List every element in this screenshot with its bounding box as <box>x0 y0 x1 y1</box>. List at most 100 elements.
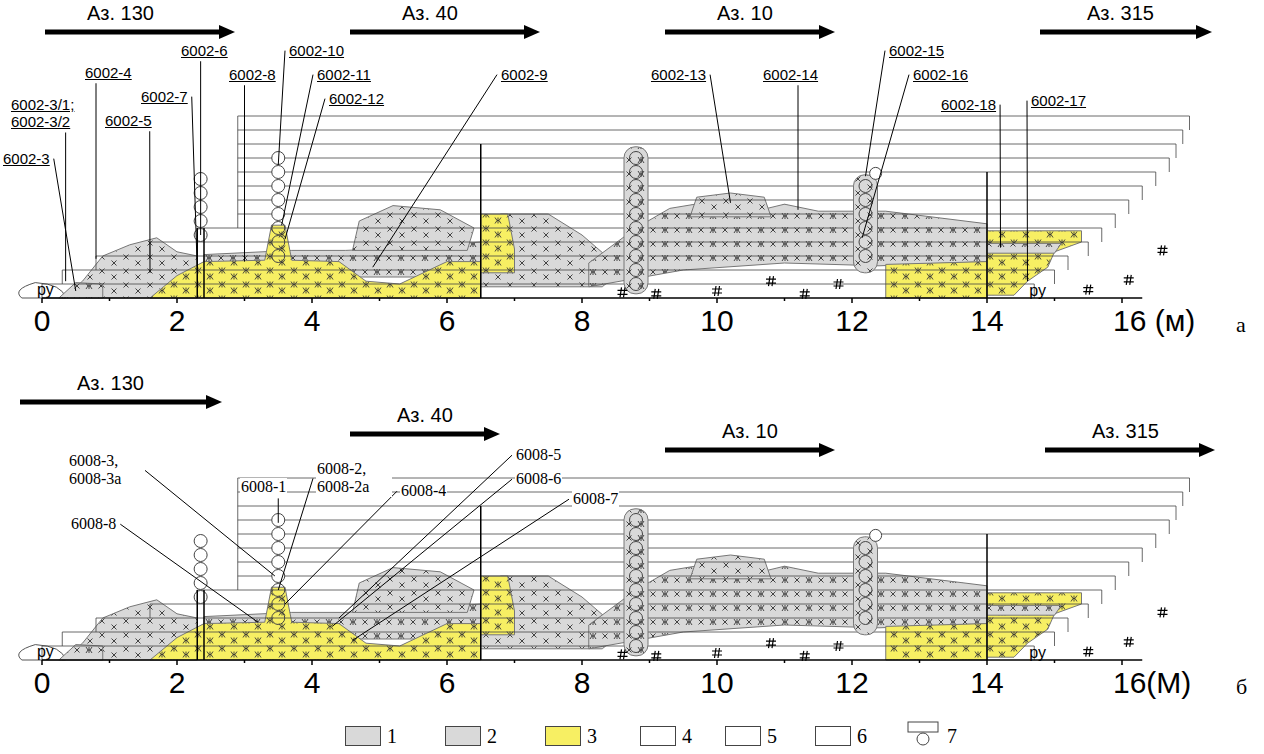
bench-line <box>238 534 1156 548</box>
axis-tick <box>379 660 381 663</box>
bedrock-mark <box>618 287 628 297</box>
sample-circle <box>859 236 872 249</box>
axis-number: 0 <box>34 304 51 339</box>
legend-swatch <box>725 726 761 746</box>
axis-tick <box>311 660 313 665</box>
bench-line <box>238 130 1183 144</box>
leader-lines <box>54 51 1028 641</box>
azimuth-arrow <box>45 30 221 35</box>
bedrock-mark <box>618 649 628 659</box>
rock-body <box>690 555 771 579</box>
sample-circle <box>272 180 285 193</box>
rock-body <box>886 624 987 660</box>
sample-circle <box>272 556 285 569</box>
sample-circle <box>630 152 643 165</box>
legend-number: 1 <box>387 725 397 747</box>
sample-circle <box>194 591 207 604</box>
axis-number: 6 <box>439 304 456 339</box>
sample-circle <box>630 278 643 291</box>
legend-number: 4 <box>682 725 692 747</box>
axis-tick <box>1121 660 1123 665</box>
panel-letter: а <box>1236 312 1246 337</box>
axis-tick <box>109 298 111 301</box>
axis-number: 16 (м) <box>1113 304 1195 339</box>
bedrock-mark <box>712 286 722 296</box>
rock-code: ру <box>37 281 54 299</box>
axis-tick <box>41 660 43 665</box>
bench-line <box>150 604 1088 618</box>
sample-circle <box>630 250 643 263</box>
sample-circle <box>630 180 643 193</box>
bedrock-mark <box>766 638 776 648</box>
axis-tick <box>176 660 178 665</box>
sample-number: 6002-14 <box>762 66 819 83</box>
leader-line <box>710 75 730 203</box>
bench-line <box>197 590 1102 604</box>
bedrock-mark <box>834 641 844 651</box>
sample-circle <box>630 584 643 597</box>
axis-number: 4 <box>304 666 321 701</box>
bench-line <box>238 576 1116 590</box>
bench-line <box>238 116 1190 130</box>
axis-number: 10 <box>700 666 733 701</box>
joint-line <box>986 172 988 298</box>
axis-tick <box>1121 298 1123 303</box>
axis-tick <box>716 298 718 303</box>
bedrock-mark <box>834 279 844 289</box>
axis-tick <box>244 660 246 663</box>
bedrock-mark <box>1124 637 1134 647</box>
axis-tick <box>716 660 718 665</box>
legend-number: 5 <box>767 725 777 747</box>
axis-tick <box>919 298 921 301</box>
bench-line <box>238 158 1170 172</box>
rock-body <box>150 587 481 660</box>
axis-tick <box>379 298 381 301</box>
leader-line <box>862 75 909 238</box>
leader-line <box>278 51 285 165</box>
axis-tick <box>649 298 651 301</box>
sample-column <box>624 509 648 656</box>
axis-tick <box>446 298 448 303</box>
azimuth-label: Аз. 10 <box>715 2 775 25</box>
bench-line <box>62 632 1054 646</box>
sample-number: 6002-8 <box>228 66 277 83</box>
leader-line <box>353 499 570 640</box>
joint-line <box>480 506 482 660</box>
axis-tick <box>311 298 313 303</box>
sample-circle <box>272 250 285 263</box>
legend-swatch <box>640 726 676 746</box>
bench-line <box>238 144 1176 158</box>
leader-line <box>96 83 97 259</box>
sample-number: 6002-10 <box>288 42 345 59</box>
bench-line <box>238 548 1143 562</box>
sample-number: 6008-3, 6008-3а <box>68 452 142 489</box>
azimuth-arrow <box>20 400 208 405</box>
sample-circle <box>859 542 872 555</box>
arrow-head <box>484 427 500 441</box>
leader-line <box>798 85 799 210</box>
axis-tick <box>784 298 786 301</box>
arrow-head <box>524 25 540 39</box>
sample-number: 6002-5 <box>104 112 153 129</box>
sample-circle <box>630 570 643 583</box>
sample-circle <box>630 626 643 639</box>
bench-line <box>238 172 1156 186</box>
azimuth-label: Аз. 315 <box>1090 420 1161 443</box>
sample-circle <box>859 598 872 611</box>
rock-body <box>987 243 1061 253</box>
sample-circle <box>630 514 643 527</box>
axis-number: 12 <box>835 666 868 701</box>
azimuth-arrow <box>665 30 821 35</box>
bench-line <box>238 186 1143 200</box>
legend-swatch <box>545 726 581 746</box>
sample-number: 6002-3/1; 6002-3/2 <box>10 96 84 131</box>
sample-circle <box>630 528 643 541</box>
legend-swatch <box>445 726 481 746</box>
axis-tick <box>986 298 988 303</box>
axis-number: 6 <box>439 666 456 701</box>
azimuth-label: Аз. 40 <box>395 404 455 427</box>
leader-line <box>200 61 201 235</box>
axis-tick <box>514 298 516 301</box>
axis-tick <box>1054 298 1056 301</box>
